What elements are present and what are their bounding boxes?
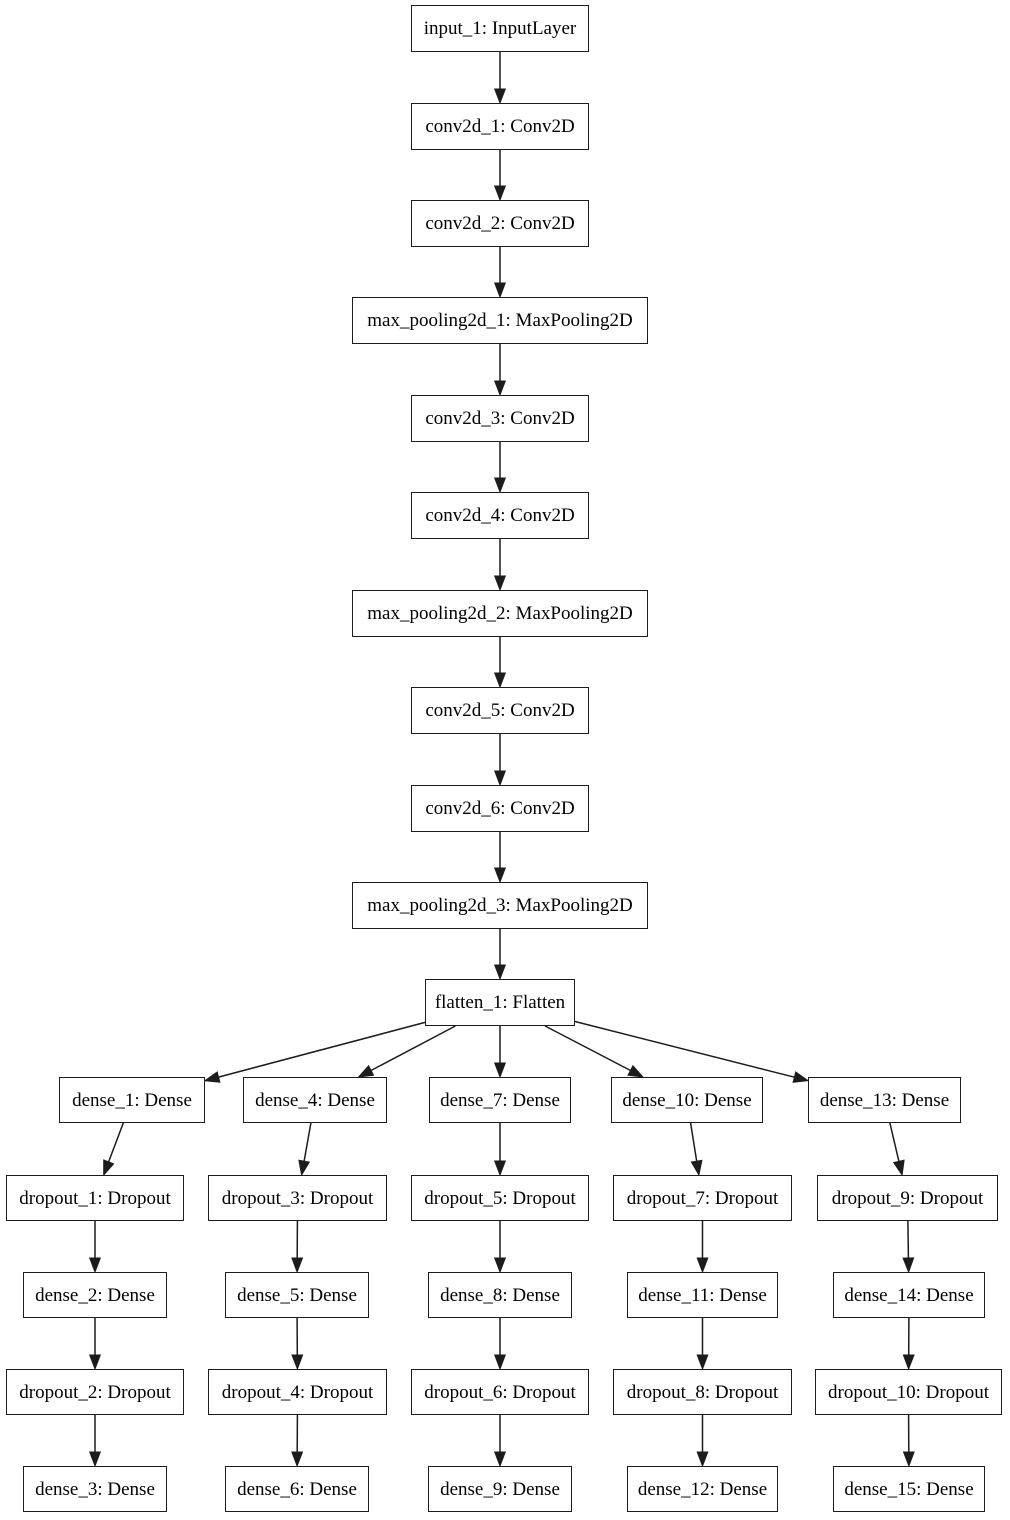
arrowhead-dropout_6-to-dense_9 (493, 1451, 507, 1468)
layer-node-conv2d_1: conv2d_1: Conv2D (411, 103, 589, 150)
layer-node-conv2d_6: conv2d_6: Conv2D (411, 785, 589, 832)
arrowhead-input_1-to-conv2d_1 (493, 88, 507, 105)
layer-node-dense_11: dense_11: Dense (627, 1272, 778, 1318)
layer-node-flatten_1: flatten_1: Flatten (425, 979, 575, 1026)
layer-node-dense_14: dense_14: Dense (833, 1272, 985, 1318)
arrowhead-dense_2-to-dropout_2 (88, 1354, 102, 1371)
layer-node-dense_2: dense_2: Dense (23, 1272, 167, 1318)
layer-node-max_pooling2d_3: max_pooling2d_3: MaxPooling2D (352, 882, 648, 929)
arrowhead-dropout_4-to-dense_6 (291, 1451, 304, 1468)
edge-dense_1-to-dropout_1 (107, 1122, 125, 1163)
arrowhead-max_pooling2d_3-to-flatten_1 (493, 964, 507, 981)
layer-node-input_1: input_1: InputLayer (411, 5, 589, 52)
layer-node-dropout_3: dropout_3: Dropout (208, 1175, 387, 1221)
layer-node-conv2d_4: conv2d_4: Conv2D (411, 492, 589, 539)
layer-node-dense_12: dense_12: Dense (627, 1466, 778, 1512)
layer-node-dropout_6: dropout_6: Dropout (411, 1369, 589, 1415)
layer-node-dropout_10: dropout_10: Dropout (815, 1369, 1002, 1415)
arrowhead-dropout_2-to-dense_3 (88, 1451, 102, 1468)
arrowhead-conv2d_5-to-conv2d_6 (493, 770, 507, 787)
arrowhead-flatten_1-to-dense_4 (357, 1064, 375, 1078)
layer-node-conv2d_5: conv2d_5: Conv2D (411, 687, 589, 734)
edge-flatten_1-to-dense_10 (544, 1025, 631, 1072)
layer-node-dense_5: dense_5: Dense (225, 1272, 369, 1318)
edge-dense_13-to-dropout_9 (889, 1122, 900, 1162)
arrowhead-dropout_3-to-dense_5 (291, 1257, 304, 1274)
arrowhead-dense_13-to-dropout_9 (892, 1159, 905, 1177)
arrowhead-dense_10-to-dropout_7 (690, 1159, 703, 1177)
arrowhead-dropout_7-to-dense_11 (696, 1257, 709, 1274)
edge-dense_4-to-dropout_3 (303, 1122, 312, 1162)
layer-node-dense_13: dense_13: Dense (808, 1077, 961, 1123)
layer-node-conv2d_3: conv2d_3: Conv2D (411, 395, 589, 442)
edge-dropout_9-to-dense_14 (907, 1220, 910, 1259)
edge-flatten_1-to-dense_13 (574, 1020, 795, 1078)
arrowhead-dense_5-to-dropout_4 (291, 1354, 304, 1371)
layer-node-dropout_7: dropout_7: Dropout (613, 1175, 792, 1221)
layer-node-max_pooling2d_2: max_pooling2d_2: MaxPooling2D (352, 590, 648, 637)
layer-node-dense_4: dense_4: Dense (243, 1077, 387, 1123)
layer-node-dropout_2: dropout_2: Dropout (6, 1369, 184, 1415)
arrowhead-flatten_1-to-dense_10 (627, 1064, 645, 1078)
arrowhead-flatten_1-to-dense_1 (203, 1071, 221, 1083)
arrowhead-dropout_1-to-dense_2 (88, 1257, 102, 1274)
arrowhead-flatten_1-to-dense_7 (493, 1062, 507, 1079)
arrowhead-max_pooling2d_1-to-conv2d_3 (493, 380, 507, 397)
arrowhead-conv2d_1-to-conv2d_2 (493, 185, 507, 202)
layer-node-dropout_9: dropout_9: Dropout (817, 1175, 998, 1221)
arrowhead-dense_7-to-dropout_5 (493, 1160, 507, 1177)
layer-node-dropout_1: dropout_1: Dropout (6, 1175, 184, 1221)
arrowhead-dropout_5-to-dense_8 (493, 1257, 507, 1274)
layer-node-dropout_4: dropout_4: Dropout (208, 1369, 387, 1415)
layer-node-conv2d_2: conv2d_2: Conv2D (411, 200, 589, 247)
layer-node-dense_15: dense_15: Dense (833, 1466, 985, 1512)
layer-node-dropout_8: dropout_8: Dropout (613, 1369, 792, 1415)
arrowhead-conv2d_3-to-conv2d_4 (493, 477, 507, 494)
arrowhead-conv2d_4-to-max_pooling2d_2 (493, 575, 507, 592)
arrowhead-dense_1-to-dropout_1 (103, 1159, 115, 1177)
layer-node-dropout_5: dropout_5: Dropout (411, 1175, 589, 1221)
arrowhead-dropout_10-to-dense_15 (902, 1451, 915, 1468)
layer-node-dense_8: dense_8: Dense (428, 1272, 572, 1318)
layer-node-dense_3: dense_3: Dense (23, 1466, 167, 1512)
arrowhead-conv2d_6-to-max_pooling2d_3 (493, 867, 507, 884)
arrowhead-dropout_8-to-dense_12 (696, 1451, 709, 1468)
edge-dense_10-to-dropout_7 (689, 1122, 698, 1162)
arrowhead-dropout_9-to-dense_14 (902, 1257, 915, 1274)
arrowhead-dense_8-to-dropout_6 (493, 1354, 507, 1371)
layer-node-max_pooling2d_1: max_pooling2d_1: MaxPooling2D (352, 297, 648, 344)
arrowhead-dense_14-to-dropout_10 (902, 1354, 915, 1371)
edge-flatten_1-to-dense_4 (370, 1025, 456, 1072)
arrowhead-conv2d_2-to-max_pooling2d_1 (493, 282, 507, 299)
layer-node-dense_10: dense_10: Dense (611, 1077, 763, 1123)
layer-node-dense_9: dense_9: Dense (428, 1466, 572, 1512)
arrowhead-dense_11-to-dropout_8 (696, 1354, 709, 1371)
arrowhead-dense_4-to-dropout_3 (298, 1159, 311, 1177)
edge-flatten_1-to-dense_1 (218, 1021, 426, 1078)
arrowhead-max_pooling2d_2-to-conv2d_5 (493, 672, 507, 689)
layer-node-dense_6: dense_6: Dense (225, 1466, 369, 1512)
arrowhead-flatten_1-to-dense_13 (792, 1071, 810, 1083)
layer-node-dense_7: dense_7: Dense (429, 1077, 571, 1123)
layer-node-dense_1: dense_1: Dense (59, 1077, 205, 1123)
